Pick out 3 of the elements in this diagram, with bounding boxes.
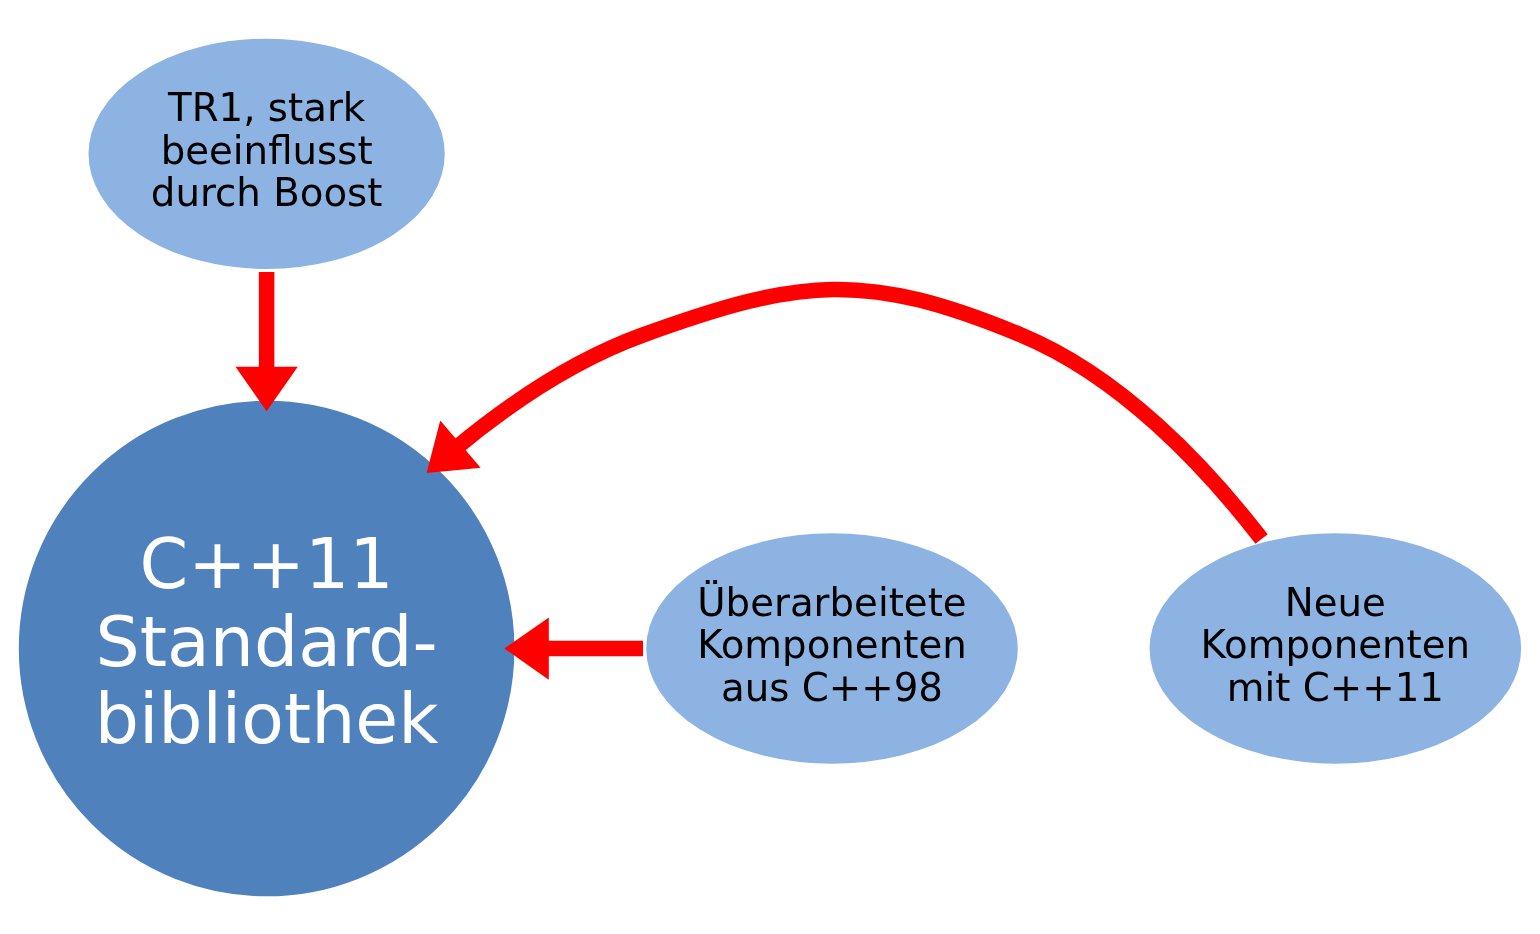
- arrow: [504, 616, 643, 680]
- arrow: [426, 281, 1268, 544]
- arrow: [235, 271, 298, 411]
